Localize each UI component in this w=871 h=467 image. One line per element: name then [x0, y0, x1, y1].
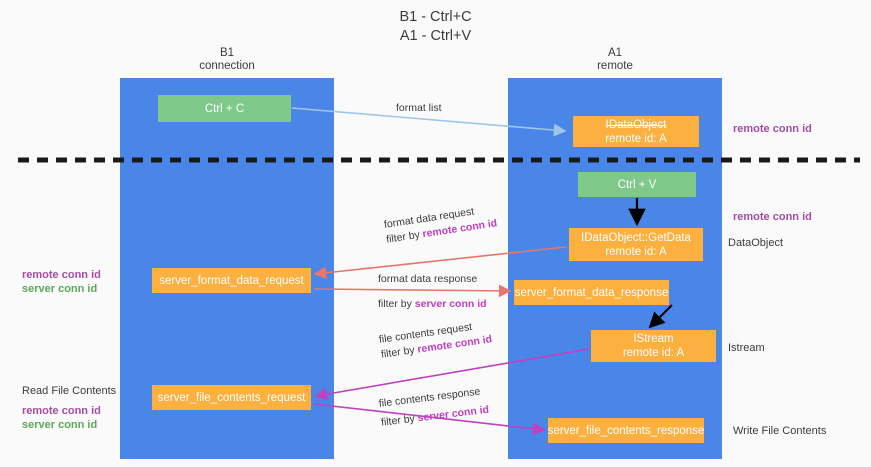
- page-title: B1 - Ctrl+C A1 - Ctrl+V: [0, 8, 871, 46]
- arrow-label-file-contents-response: file contents response filter by server …: [378, 384, 490, 431]
- title-line-1: B1 - Ctrl+C: [399, 9, 472, 25]
- filter-prefix: filter by: [380, 343, 419, 361]
- arrow-label-format-data-request: format data request filter by remote con…: [383, 201, 498, 247]
- side-label-left-server-conn-id-bot: server conn id: [22, 419, 98, 431]
- node-istream[interactable]: IStream remote id: A: [591, 330, 716, 362]
- node-server-file-contents-response-label: server_file_contents_response: [547, 424, 705, 437]
- side-label-remote-conn-id-top-text: remote conn id: [733, 123, 812, 135]
- node-server-format-data-request-label: server_format_data_request: [159, 274, 304, 287]
- node-ctrl-v-label: Ctrl + V: [617, 178, 657, 191]
- node-idataobject-remote-id: remote id: A: [605, 132, 667, 145]
- column-header-a1-name: A1: [607, 47, 623, 59]
- side-label-remote-conn-id-top: remote conn id: [733, 122, 812, 136]
- side-label-write-file-contents: Write File Contents: [733, 424, 826, 438]
- side-label-left-read-file-contents-group: Read File Contents remote conn id server…: [22, 384, 116, 432]
- node-ctrl-v[interactable]: Ctrl + V: [578, 172, 696, 197]
- node-istream-remote-id: remote id: A: [622, 347, 685, 359]
- node-server-format-data-response-label: server_format_data_response: [514, 286, 669, 299]
- column-header-a1-sub: remote: [597, 60, 633, 72]
- node-server-file-contents-request[interactable]: server_file_contents_request: [152, 385, 311, 410]
- side-label-left-remote-conn-id-bot: remote conn id: [22, 405, 101, 417]
- side-label-remote-conn-id-mid: remote conn id: [733, 210, 812, 224]
- title-line-2: A1 - Ctrl+V: [399, 28, 472, 44]
- arrow-label-format-list: format list: [396, 101, 442, 116]
- side-label-remote-conn-id-mid-text: remote conn id: [733, 211, 812, 223]
- filter-prefix: filter by: [385, 228, 424, 246]
- filter-key-server-conn-id: server conn id: [416, 403, 490, 425]
- side-label-dataobject: DataObject: [728, 236, 783, 250]
- column-header-a1: A1 remote: [508, 47, 722, 73]
- side-label-read-file-contents: Read File Contents: [22, 385, 117, 397]
- side-label-istream-text: Istream: [728, 342, 765, 354]
- node-server-format-data-response[interactable]: server_format_data_response: [514, 280, 669, 305]
- node-server-file-contents-request-label: server_file_contents_request: [157, 391, 306, 404]
- filter-prefix: filter by: [378, 298, 415, 310]
- node-server-format-data-request[interactable]: server_format_data_request: [152, 268, 311, 293]
- node-idataobject-getdata[interactable]: IDataObject::GetData remote id: A: [569, 228, 703, 261]
- node-server-file-contents-response[interactable]: server_file_contents_response: [548, 418, 704, 443]
- filter-key-server-conn-id: server conn id: [414, 298, 487, 310]
- column-header-b1-sub: connection: [199, 60, 255, 72]
- arrow-label-format-data-response: format data response filter by server co…: [378, 272, 487, 312]
- node-idataobject[interactable]: IDataObject remote id: A: [573, 116, 699, 147]
- node-istream-label: IStream: [633, 333, 674, 345]
- side-label-write-file-contents-text: Write File Contents: [733, 425, 827, 437]
- node-ctrl-c[interactable]: Ctrl + C: [158, 95, 291, 122]
- column-header-b1: B1 connection: [120, 47, 334, 73]
- node-getdata-remote-id: remote id: A: [605, 245, 667, 258]
- node-getdata-label: IDataObject::GetData: [581, 231, 691, 244]
- filter-prefix: filter by: [380, 412, 419, 429]
- arrow-label-format-list-text: format list: [396, 102, 442, 114]
- side-label-istream: Istream: [728, 341, 765, 355]
- arrow-label-format-data-response-filter: filter by server conn id: [378, 297, 487, 312]
- node-ctrl-c-label: Ctrl + C: [204, 102, 245, 115]
- side-label-left-remote-conn-id-mid: remote conn id: [22, 269, 101, 281]
- arrow-label-format-data-response-text: format data response: [378, 273, 478, 285]
- arrow-label-file-contents-request: file contents request filter by remote c…: [378, 317, 493, 362]
- side-label-dataobject-text: DataObject: [728, 237, 784, 249]
- node-idataobject-label: IDataObject: [605, 118, 667, 131]
- column-header-b1-name: B1: [219, 47, 235, 59]
- side-label-left-conn-ids-mid: remote conn id server conn id: [22, 268, 101, 296]
- side-label-left-server-conn-id-mid: server conn id: [22, 283, 98, 295]
